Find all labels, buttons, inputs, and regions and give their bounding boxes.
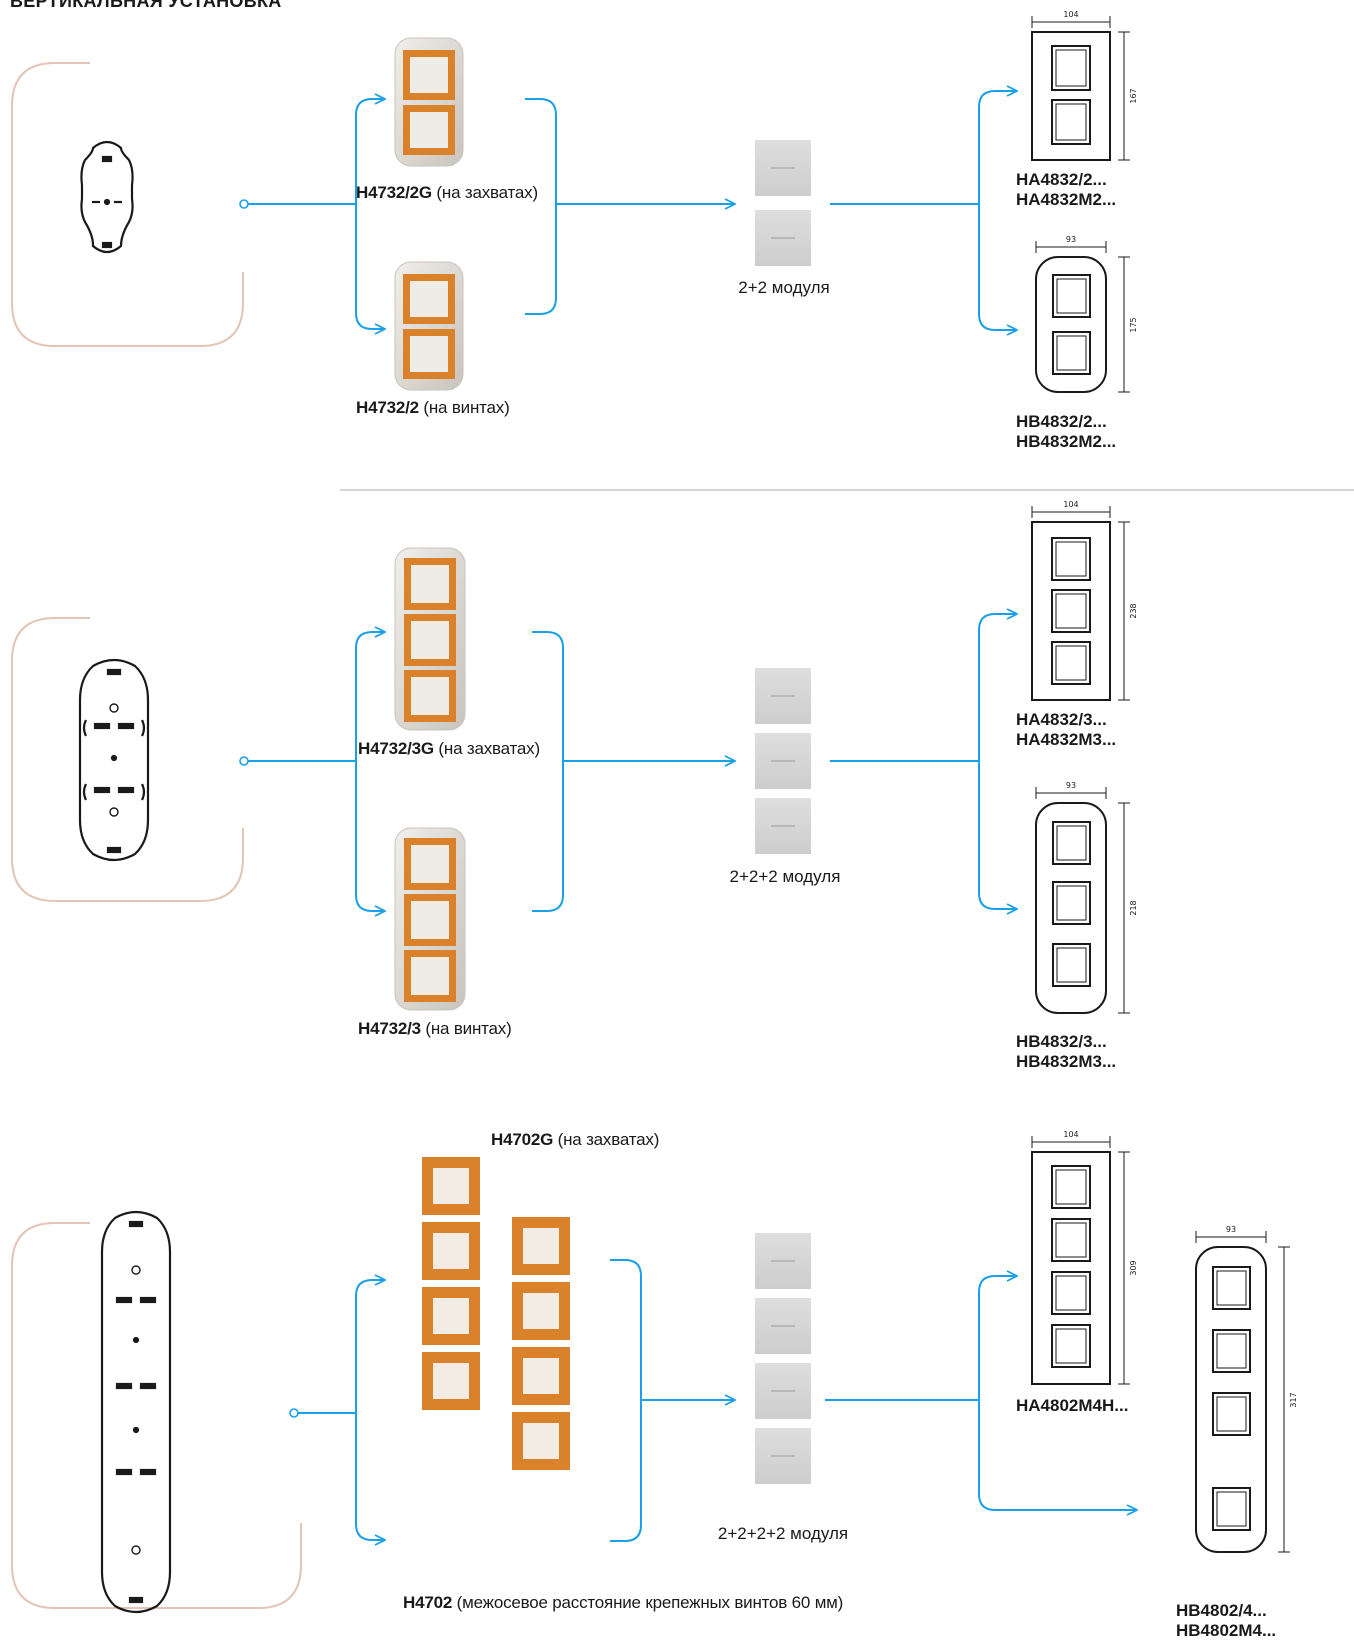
frame-code: HB4832/3...HB4832M3... [1016,1032,1117,1071]
box-bracket [11,1222,302,1609]
support-plate-2-screws [394,261,464,391]
module-tiles [755,140,811,266]
frame-hb-2 [1035,241,1130,393]
module-tiles [755,1233,811,1484]
support-label: H4702 (межосевое расстояние крепежных ви… [403,1593,844,1612]
section-3 [11,1136,1290,1614]
dim-height: 238 [1129,603,1138,618]
frame-ha-4 [1031,1136,1130,1385]
dim-width: 104 [1063,10,1078,19]
support-plate-3g [394,547,466,731]
frame-code: HB4832/2...HB4832M2... [1016,412,1117,451]
section-2 [11,506,1130,1014]
mounting-box-3 [78,658,150,862]
support-h4702-stack [512,1217,570,1470]
frame-code: HA4832/2...HA4832M2... [1016,170,1117,209]
dim-height: 317 [1289,1392,1298,1407]
frame-hb-3 [1035,787,1130,1014]
module-tiles [755,668,811,854]
support-label: H4732/2G (на захватах) [356,183,538,202]
frame-ha-2 [1031,16,1130,161]
merge-bracket [525,98,557,315]
dim-width: 104 [1063,500,1078,509]
dim-height: 309 [1129,1260,1138,1275]
dim-height: 218 [1129,900,1138,915]
support-label: H4732/3G (на захватах) [358,739,540,758]
dim-width: 93 [1066,781,1076,790]
section-1 [11,16,1130,393]
modules-label: 2+2 модуля [738,278,830,297]
support-h4702g-stack [422,1157,480,1410]
frame-code: HA4802M4H... [1016,1396,1129,1415]
frame-code: HB4802/4...HB4802M4... [1176,1601,1277,1640]
modules-label: 2+2+2 модуля [729,867,841,886]
dim-height: 167 [1129,88,1138,103]
dim-width: 93 [1066,235,1076,244]
support-label: H4702G (на захватах) [491,1130,660,1149]
dim-width: 104 [1063,1130,1078,1139]
support-label: H4732/3 (на винтах) [358,1019,512,1038]
support-plate-3-screws [394,827,466,1011]
frame-code: HA4832/3...HA4832M3... [1016,710,1117,749]
support-label: H4732/2 (на винтах) [356,398,510,417]
support-plate-2g [394,37,464,167]
box-bracket [11,617,244,902]
dim-height: 175 [1129,317,1138,332]
box-bracket [11,62,244,347]
mounting-box-2 [80,140,134,254]
frame-hb-4 [1195,1231,1290,1553]
frame-ha-3 [1031,506,1130,701]
dim-width: 93 [1226,1225,1236,1234]
modules-label: 2+2+2+2 модуля [717,1524,849,1543]
mounting-box-4 [100,1210,172,1614]
page-title: ВЕРТИКАЛЬНАЯ УСТАНОВКА [10,0,282,11]
